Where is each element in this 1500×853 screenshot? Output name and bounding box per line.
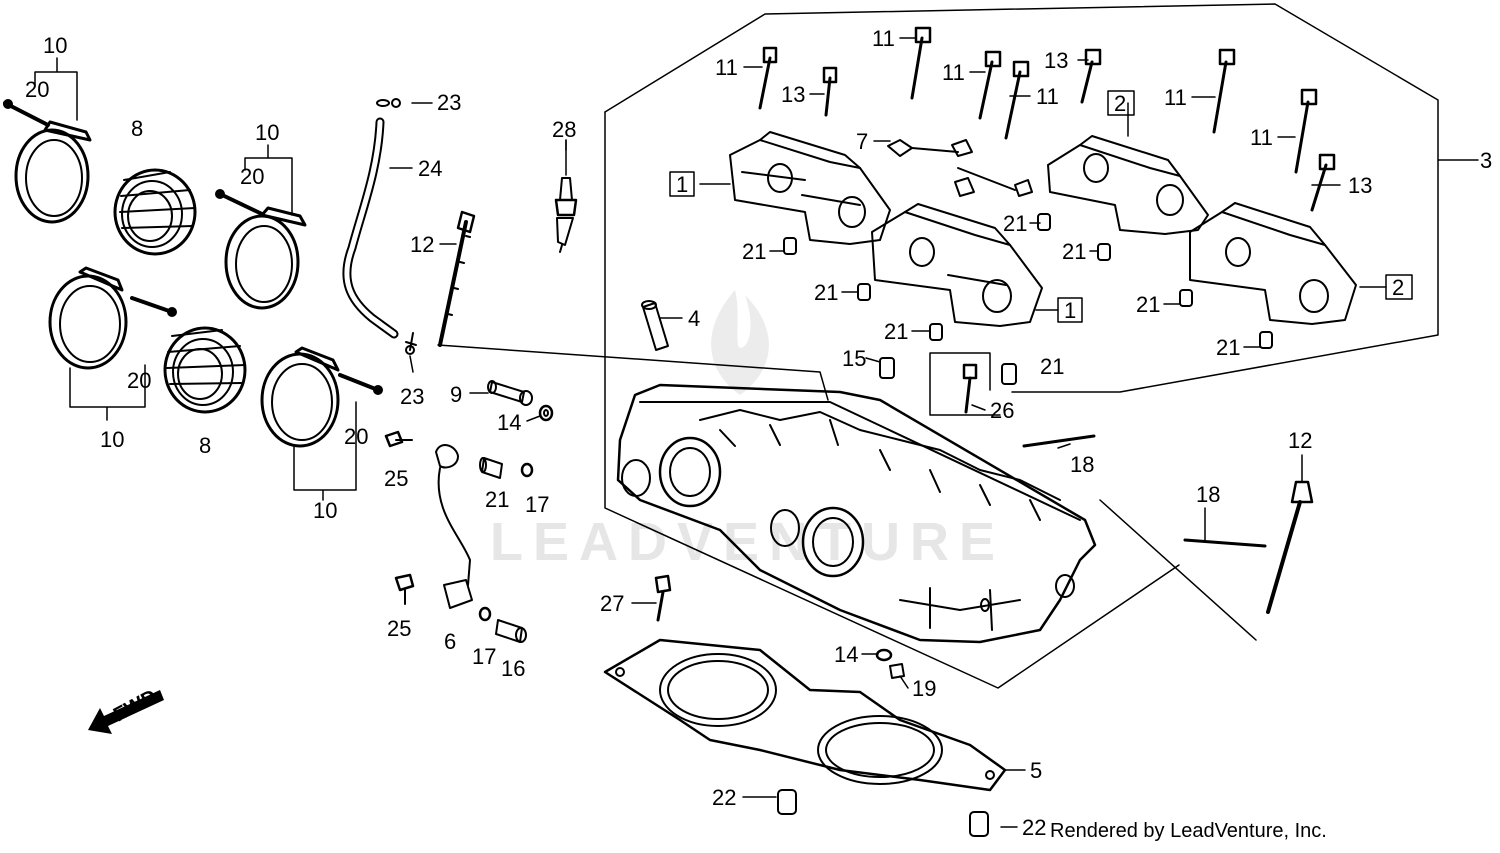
callout-c10b: 10	[255, 120, 279, 145]
callout-c2a: 2	[1114, 91, 1126, 116]
small-fittings	[384, 380, 554, 643]
callout-c8a: 8	[131, 116, 143, 141]
callout-c28: 28	[552, 117, 576, 142]
callout-labels: 10 20 8 10 20 20 10 8 20 10 25 25 6 17 1…	[25, 26, 1492, 840]
callout-c20c: 20	[127, 368, 151, 393]
callout-c27: 27	[600, 591, 624, 616]
intake-clamp-bottom-left	[48, 266, 177, 370]
callout-c21e: 21	[814, 280, 838, 305]
callout-c18b: 18	[1196, 482, 1220, 507]
fwd-arrow: FWD	[88, 686, 164, 734]
callout-c21d: 21	[1062, 239, 1086, 264]
callout-c11c: 11	[942, 60, 965, 85]
insulator-bottom	[163, 326, 247, 414]
callout-c11e: 11	[1164, 85, 1187, 110]
callout-c21b: 21	[1003, 211, 1027, 236]
callout-c8b: 8	[199, 433, 211, 458]
studs	[1022, 434, 1267, 548]
callout-c22b: 22	[1022, 815, 1046, 840]
cam-holder-bolts	[758, 26, 1336, 212]
callout-c16: 16	[501, 656, 525, 681]
callout-c14a: 14	[497, 410, 521, 435]
dowel-pins	[783, 213, 1273, 385]
assembly-outline	[437, 3, 1479, 689]
intake-clamp-top-mid	[215, 189, 307, 310]
fwd-label: FWD	[110, 686, 161, 727]
dowel-pin-4	[641, 300, 669, 351]
callout-c15: 15	[842, 346, 866, 371]
callout-c21c: 21	[742, 239, 766, 264]
oil-pipe	[887, 139, 1033, 197]
callout-c13b: 13	[1044, 48, 1068, 73]
callout-c10d: 10	[313, 498, 337, 523]
callout-c12a: 12	[410, 232, 434, 257]
vent-hose	[342, 98, 417, 355]
callout-c1b: 1	[1064, 298, 1076, 323]
callout-c21f: 21	[1136, 292, 1160, 317]
callout-c20a: 20	[25, 77, 49, 102]
callout-c10a: 10	[43, 33, 67, 58]
intake-clamp-bottom-mid	[260, 346, 383, 448]
callout-c1a: 1	[676, 172, 688, 197]
callout-c13c: 13	[1348, 173, 1372, 198]
callout-c11d: 11	[1036, 84, 1059, 109]
cam-holder-1-left	[729, 131, 891, 245]
callout-c12b: 12	[1288, 428, 1312, 453]
insulator-top	[113, 168, 197, 256]
callout-c2b: 2	[1392, 275, 1404, 300]
callout-c25b: 25	[387, 616, 411, 641]
callout-c7: 7	[856, 129, 868, 154]
callout-c24: 24	[418, 156, 442, 181]
head-gasket	[603, 638, 1007, 792]
callout-c4: 4	[688, 306, 700, 331]
callout-c5: 5	[1030, 758, 1042, 783]
callout-c21i: 21	[1040, 354, 1064, 379]
callout-c14b: 14	[834, 642, 858, 667]
cam-holder-2-right	[1189, 202, 1357, 325]
cam-holder-1-right	[871, 203, 1043, 327]
callout-c26: 26	[990, 398, 1014, 423]
head-bolt-left	[438, 210, 476, 347]
callout-c21g: 21	[884, 319, 908, 344]
leader-lines	[389, 37, 1387, 828]
callout-c23a: 23	[437, 90, 461, 115]
head-bolt-right	[1266, 480, 1314, 614]
group-brackets-left	[34, 57, 357, 501]
callout-c23b: 23	[400, 384, 424, 409]
credit-text: Rendered by LeadVenture, Inc.	[1050, 820, 1327, 842]
callout-c25a: 25	[384, 466, 408, 491]
callout-c3: 3	[1480, 148, 1492, 173]
cylinder-head	[616, 383, 1097, 644]
callout-c6: 6	[444, 629, 456, 654]
cam-holder-2-left	[1047, 135, 1209, 235]
intake-clamp-top-left	[3, 99, 92, 224]
callout-c11a: 11	[715, 55, 738, 80]
callout-c17a: 17	[472, 644, 496, 669]
watermark-text: LEADVENTURE	[490, 512, 1005, 572]
bolt-26	[962, 363, 978, 414]
callout-c11b: 11	[872, 26, 895, 51]
callout-c20d: 20	[344, 424, 368, 449]
callout-c20b: 20	[240, 164, 264, 189]
head-hardware-lower	[654, 574, 905, 679]
callout-c10c: 10	[100, 427, 124, 452]
watermark: LEADVENTURE	[490, 290, 1005, 572]
callout-c18a: 18	[1070, 452, 1094, 477]
callout-c9: 9	[450, 382, 462, 407]
gasket-dowels	[777, 789, 989, 837]
callout-c17b: 17	[525, 492, 549, 517]
callout-c11f: 11	[1250, 125, 1273, 150]
callout-c21h: 21	[1216, 335, 1240, 360]
spark-plug	[554, 139, 578, 253]
callout-c21a: 21	[485, 487, 509, 512]
callout-c22a: 22	[712, 785, 736, 810]
callout-c13a: 13	[781, 82, 805, 107]
boxed-labels	[669, 90, 1413, 323]
callout-c19: 19	[912, 676, 936, 701]
